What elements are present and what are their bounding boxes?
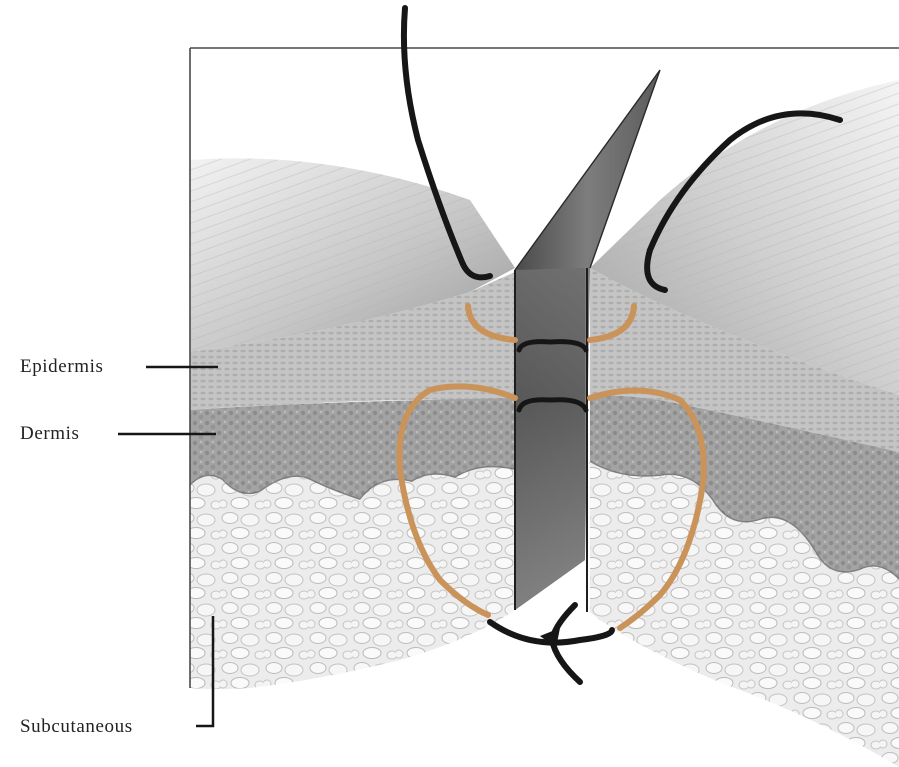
- wedge-wall: [515, 268, 585, 610]
- dermis-label: Dermis: [20, 423, 80, 445]
- epidermis-label: Epidermis: [20, 356, 104, 378]
- right-tissue-block: [590, 80, 899, 767]
- subcutaneous-label: Subcutaneous: [20, 716, 133, 738]
- left-subcutaneous: [190, 467, 515, 689]
